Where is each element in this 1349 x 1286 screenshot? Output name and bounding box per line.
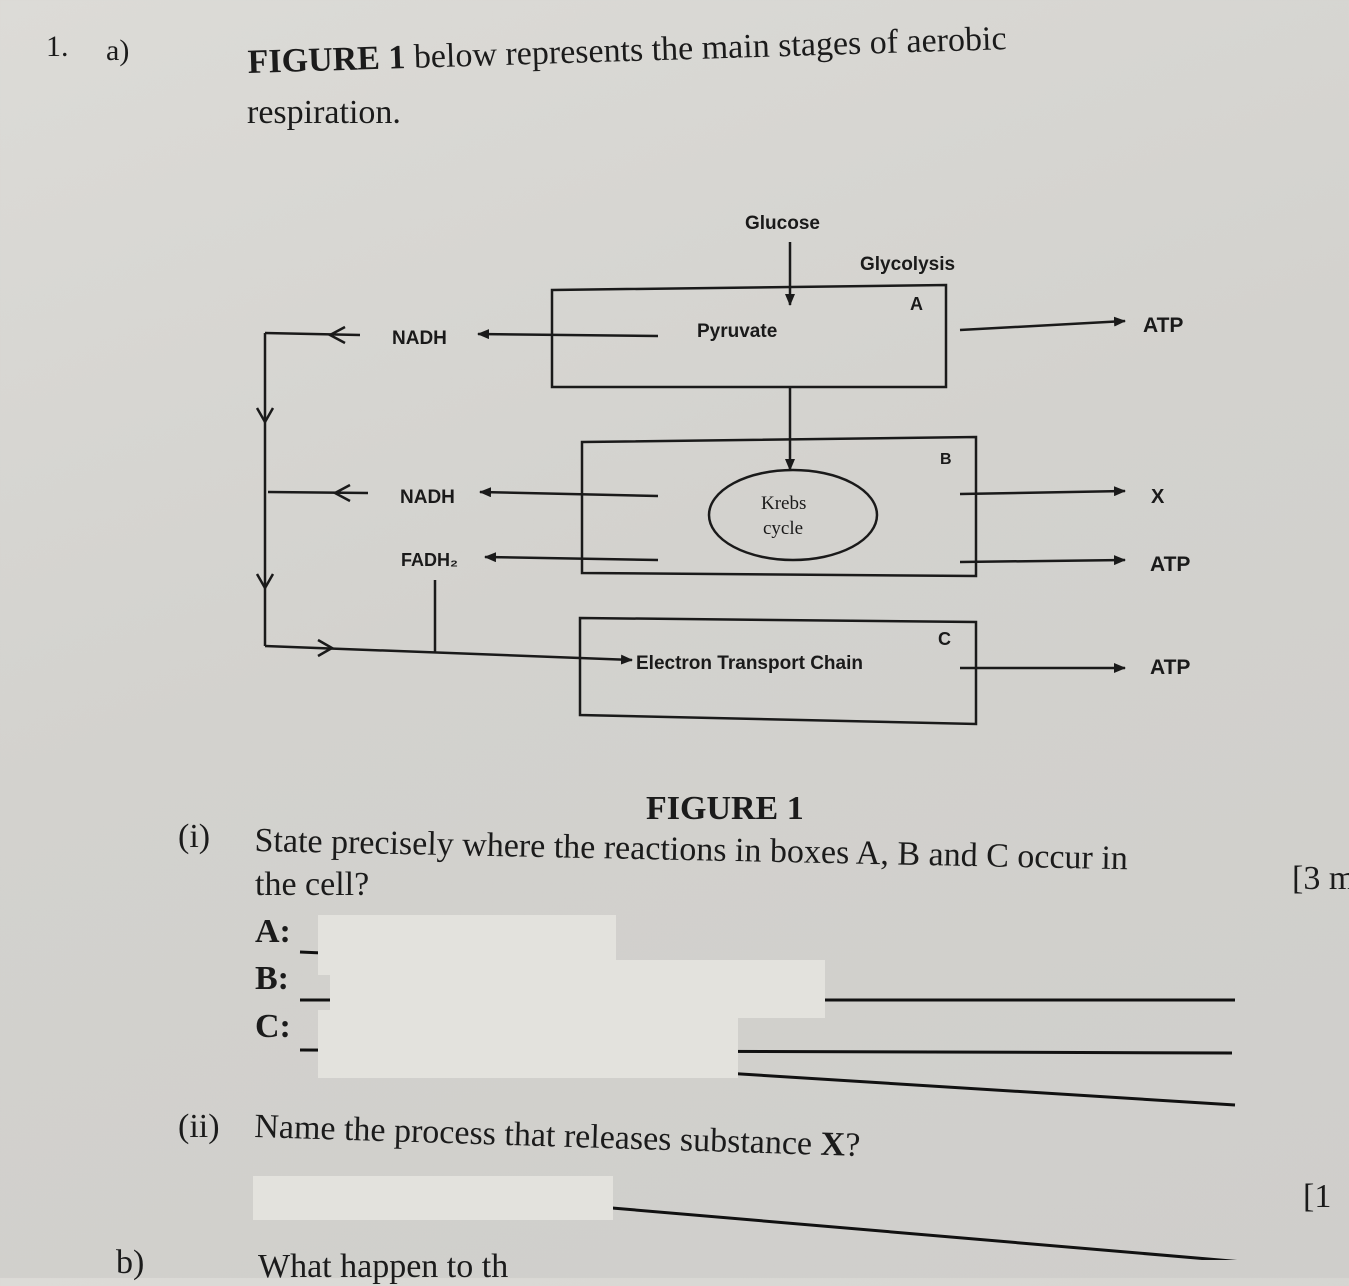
sub-ii-label: (ii) [178, 1108, 220, 1145]
substance-x: X [820, 1125, 846, 1164]
answer-a-label: A: [255, 913, 291, 950]
question-number: 1. [46, 30, 69, 63]
box-a-label: A [910, 294, 923, 314]
x-label: X [1151, 486, 1165, 508]
box-c-label: C [938, 629, 951, 649]
figure-caption: FIGURE 1 [646, 790, 804, 827]
part-a-label: a) [106, 34, 130, 67]
atp-1-label: ATP [1143, 314, 1183, 337]
etc-label: Electron Transport Chain [636, 653, 863, 674]
box-a [550, 283, 948, 389]
answer-c-input[interactable] [318, 1010, 738, 1078]
pyruvate-label: Pyruvate [697, 321, 777, 342]
answer-b-label: B: [255, 960, 289, 997]
part-b-text: What happen to th [258, 1248, 509, 1285]
part-b-label: b) [116, 1244, 145, 1281]
respiration-diagram: Glucose Glycolysis A Pyruvate NADH ATP B… [255, 213, 1190, 726]
box-b-label: B [940, 451, 952, 468]
intro-line2: respiration. [247, 94, 401, 131]
fadh2-label: FADH₂ [401, 550, 458, 570]
sub-ii-answer-input[interactable] [253, 1176, 613, 1220]
sub-i-text-2: the cell? [255, 866, 370, 903]
nadh-1-label: NADH [392, 328, 447, 349]
glycolysis-label: Glycolysis [860, 254, 955, 275]
answer-b-input[interactable] [330, 960, 825, 1018]
glucose-label: Glucose [745, 213, 820, 234]
atp-2-label: ATP [1150, 553, 1190, 576]
answer-c-label: C: [255, 1008, 291, 1045]
nadh-2-label: NADH [400, 487, 455, 508]
box-b [580, 435, 978, 578]
krebs-ellipse [707, 468, 879, 562]
sub-ii-question-end: ? [844, 1126, 861, 1165]
sub-ii-marks: [1 [1303, 1178, 1332, 1215]
answer-lines [299, 950, 1238, 1260]
sub-i-marks: [3 m [1292, 860, 1349, 897]
krebs-label-1: Krebs [761, 493, 806, 514]
krebs-label-2: cycle [763, 518, 803, 539]
sub-i-label: (i) [178, 818, 211, 855]
atp-3-label: ATP [1150, 656, 1190, 679]
box-c [578, 616, 978, 726]
sub-i-text-1: State precisely where the reactions in b… [254, 822, 1129, 878]
